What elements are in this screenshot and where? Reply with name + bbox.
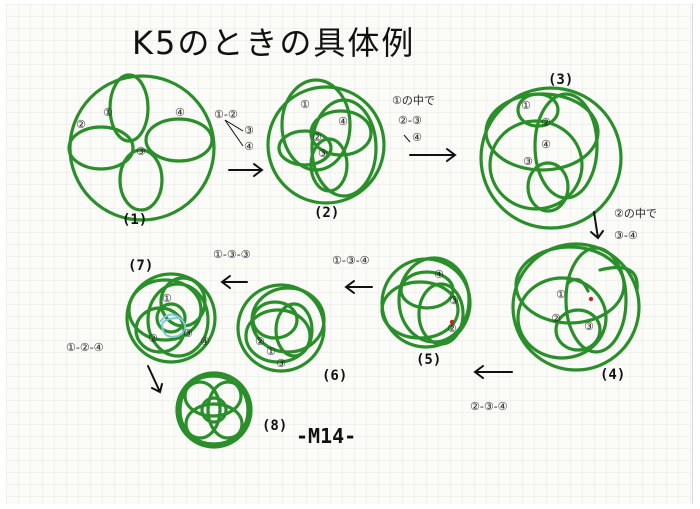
note-branch-lines [224, 119, 411, 147]
mark-p7-2: ② [148, 332, 158, 345]
mark-p2-2: ② [312, 131, 322, 144]
mark-p5-2: ③ [449, 294, 459, 307]
mark-p3-2: ② [541, 116, 551, 129]
step-note-1-2: ①-② [214, 108, 238, 121]
page-title: K5のときの具体例 [132, 24, 416, 62]
panel-label-3: (3) [548, 72, 574, 88]
knot-diagram-4 [511, 242, 641, 372]
mark-p1-3: ③ [136, 145, 146, 158]
mark-p2-4: ④ [338, 115, 348, 128]
knot-diagram-6 [236, 283, 326, 373]
panel-label-1: (1) [122, 212, 148, 228]
mark-p3-4: ④ [541, 138, 551, 151]
mark-p3-3: ③ [523, 155, 533, 168]
step-note-5-6: ①-③-④ [332, 254, 370, 267]
step-note-1-2-b: ③ [244, 124, 254, 137]
mark-p1-1: ① [103, 106, 113, 119]
step-note-3-4-head: ②の中で [614, 207, 657, 220]
mark-p7-3: ③ [183, 327, 193, 340]
panel-label-7: (7) [128, 258, 154, 274]
mark-p6-3: ③ [276, 357, 286, 370]
step-note-3-4: ③-④ [614, 229, 638, 242]
mark-p5-1: ④ [434, 268, 444, 281]
step-note-1-2-c: ④ [244, 140, 254, 153]
mark-p7-4: ④ [200, 335, 210, 348]
arrows [147, 148, 604, 394]
mark-p6-2: ① [266, 345, 276, 358]
highlight-scribble [159, 313, 187, 338]
code-label: -M14- [296, 424, 357, 448]
panel-label-8: (8) [262, 418, 288, 434]
knot-diagram-2 [266, 78, 386, 205]
mark-p4-2: ② [551, 312, 561, 325]
mark-p7-1: ① [162, 292, 172, 305]
step-note-7-8: ①-②-④ [66, 341, 104, 354]
mark-p5-3: ② [447, 322, 457, 335]
mark-p4-1: ① [556, 288, 566, 301]
panel-label-2: (2) [314, 205, 340, 221]
mark-p2-1: ① [300, 98, 310, 111]
step-note-2-3-head: ①の中で [392, 94, 435, 107]
mark-p6-1: ② [255, 335, 265, 348]
panel-label-5: (5) [416, 352, 442, 368]
red-dots [449, 296, 594, 325]
mark-p1-2: ② [76, 118, 86, 131]
step-note-4-5: ②-③-④ [470, 400, 508, 413]
step-note-2-3-b: ④ [412, 131, 422, 144]
knot-diagram-8 [175, 371, 253, 449]
panel-label-4: (4) [600, 367, 626, 383]
panel-label-6: (6) [322, 368, 348, 384]
step-note-6-7: ①-③-③ [213, 248, 251, 261]
step-note-2-3: ②-③ [398, 114, 422, 127]
mark-p1-4: ④ [175, 106, 185, 119]
mark-p3-1: ① [521, 99, 531, 112]
paper-sheet [6, 4, 693, 504]
knot-diagram-5 [380, 256, 472, 349]
mark-p4-3: ③ [584, 320, 594, 333]
knot-diagram-3 [479, 86, 623, 230]
knot-diagram-1 [67, 73, 216, 222]
mark-p2-3: ③ [318, 147, 328, 160]
